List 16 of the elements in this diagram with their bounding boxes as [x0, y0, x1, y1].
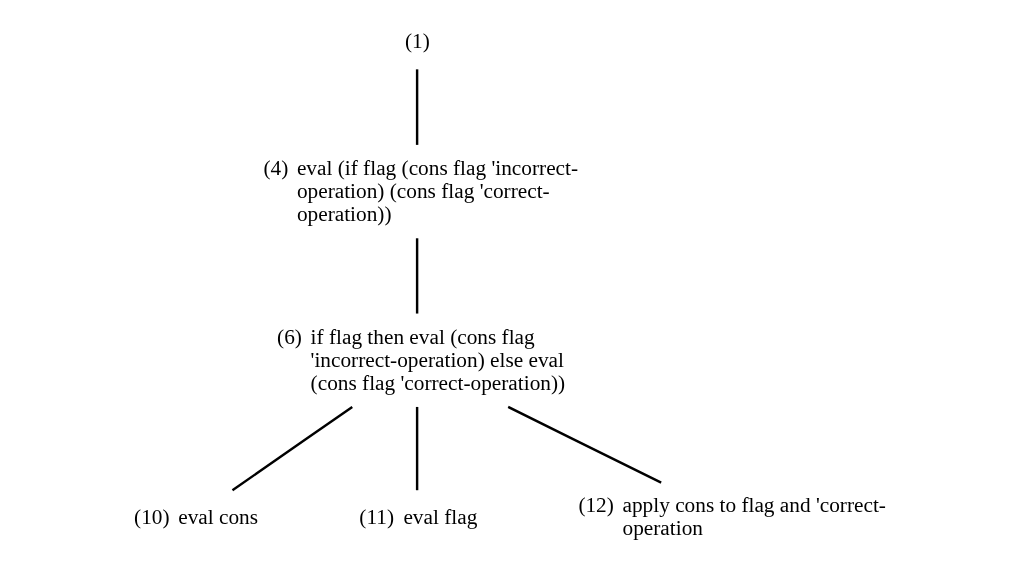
connector [415, 69, 419, 145]
connector [231, 405, 353, 492]
node-label: eval cons [178, 505, 259, 530]
node-text: (10) [134, 505, 170, 530]
node-label: if flag then eval (cons flag 'incorrect-operation) else eval (cons flag 'correct-operation)) [310, 324, 566, 395]
node-label: eval (if flag (cons flag 'incorrect-operation) (cons flag 'correct-operation)) [296, 156, 579, 226]
node-text: (4) [263, 156, 289, 181]
node-text: (12) [578, 493, 614, 518]
connector [415, 406, 419, 491]
node-text: (11) [359, 505, 394, 530]
connector [415, 238, 419, 314]
node-label: apply cons to flag and 'correct-operation [622, 493, 886, 540]
node-text: (1) [404, 28, 430, 53]
node-label: eval flag [403, 505, 478, 530]
node-text: (6) [277, 324, 302, 349]
connector [507, 405, 662, 484]
